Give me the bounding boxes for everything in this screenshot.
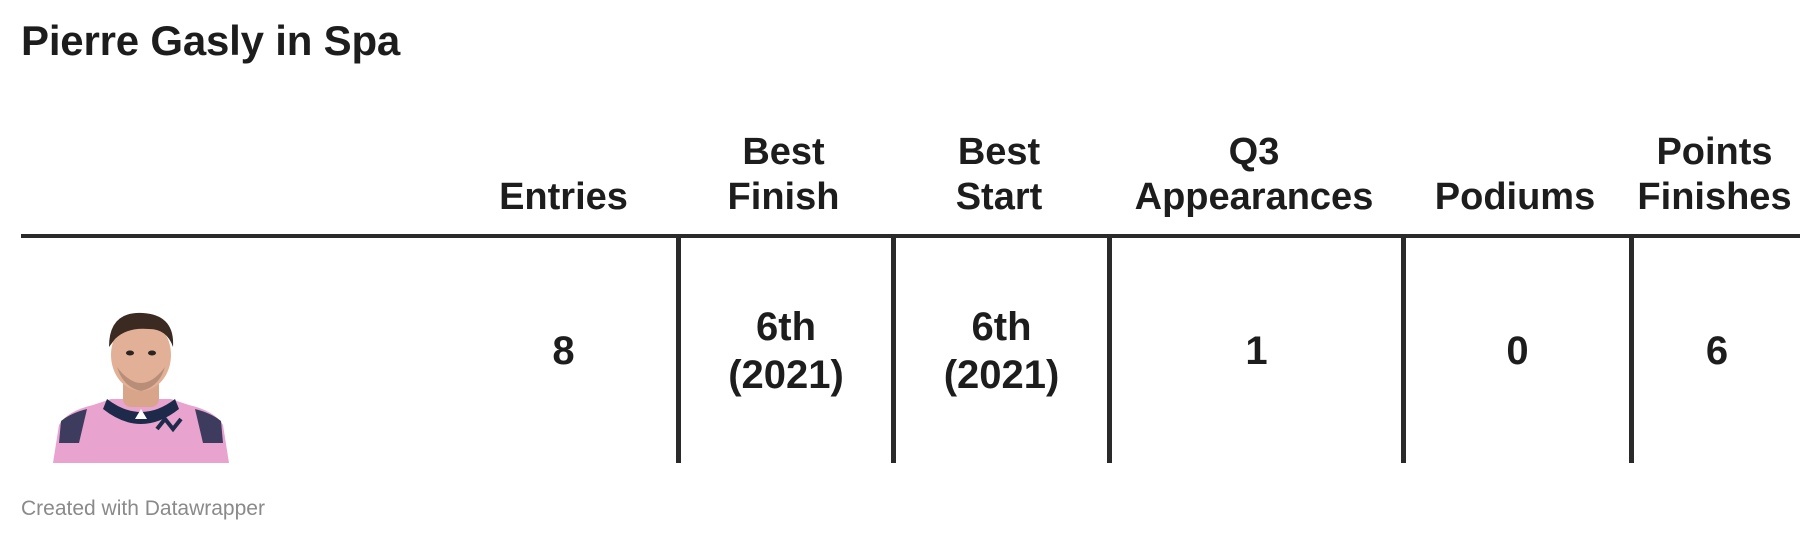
eye-right (148, 350, 156, 356)
stats-table: Entries Best Finish Best Start Q3 Appear… (21, 110, 1800, 463)
hair-shape (109, 312, 174, 347)
cell-q3-appearances: 1 (1107, 238, 1401, 463)
driver-portrait (53, 312, 229, 463)
collar-shape (103, 399, 179, 424)
header-best-finish: Best Finish (727, 131, 840, 218)
shoulder-trim-right (195, 409, 223, 443)
header-entries: Entries (499, 176, 628, 218)
beard-shape (117, 367, 165, 391)
cell-entries: 8 (552, 328, 575, 373)
cell-best-start: 6th (2021) (891, 238, 1107, 463)
cell-best-finish: 6th (2021) (676, 238, 891, 463)
header-q3-appearances: Q3 Appearances (1134, 131, 1374, 218)
eye-left (126, 350, 134, 356)
face-shape (111, 319, 171, 391)
header-photo (21, 220, 451, 234)
datawrapper-credit[interactable]: Created with Datawrapper (21, 497, 265, 520)
chart-title: Pierre Gasly in Spa (21, 17, 401, 64)
header-best-start: Best Start (955, 131, 1043, 218)
cell-points-finishes: 6 (1629, 238, 1800, 463)
chest-logo-shape (155, 415, 183, 433)
shoulder-trim-left (59, 409, 87, 443)
table-header-row: Entries Best Finish Best Start Q3 Appear… (21, 110, 1800, 238)
header-points-finishes: Points Finishes (1637, 131, 1792, 218)
suit-shape (53, 399, 229, 463)
driver-photo-cell (21, 238, 451, 463)
cell-podiums: 0 (1401, 238, 1629, 463)
table-row: 8 6th (2021) 6th (2021) 1 0 6 (21, 238, 1800, 463)
alpine-logo-shape (135, 409, 147, 419)
header-podiums: Podiums (1434, 176, 1596, 218)
